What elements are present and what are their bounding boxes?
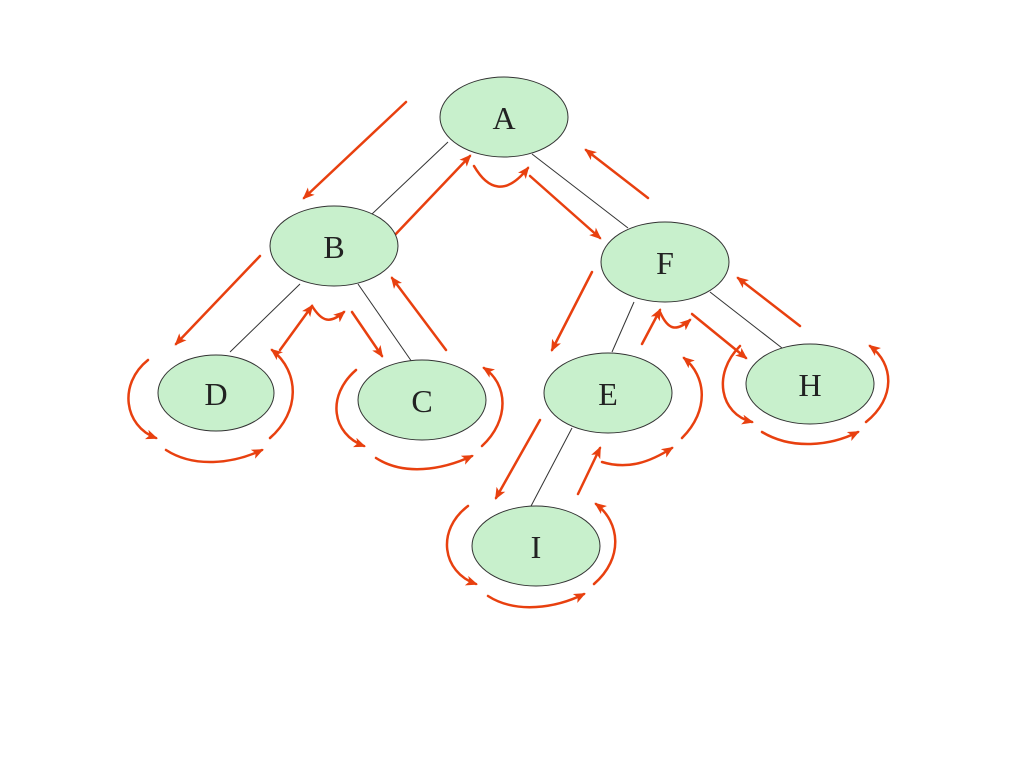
edge-b-c: [357, 283, 413, 363]
arrow-enter-a-to-b: [302, 100, 408, 200]
arrow-f-to-h: [690, 312, 748, 360]
arrow-h-to-f: [736, 276, 802, 328]
arrow-e-right: [680, 356, 703, 440]
arrow-e-to-i: [494, 418, 542, 500]
node-d-label: D: [204, 376, 227, 412]
arrow-c-to-b: [390, 276, 448, 352]
node-f-shape: [600, 221, 730, 303]
node-b: B: [269, 205, 399, 287]
arrow-b-to-d: [174, 254, 262, 346]
arrow-i-bottom: [486, 592, 586, 609]
arrow-c-bottom: [374, 454, 474, 471]
node-a-shape: [439, 76, 569, 158]
node-c-label: C: [411, 383, 432, 419]
arrow-d-bottom: [164, 448, 264, 464]
node-h: H: [745, 343, 875, 425]
arrow-i-left: [445, 504, 478, 586]
arrow-d-to-b: [278, 304, 314, 352]
node-i-label: I: [531, 529, 542, 565]
node-i-shape: [471, 505, 601, 587]
node-h-shape: [745, 343, 875, 425]
tree-edges: [229, 141, 783, 509]
node-a-label: A: [492, 100, 515, 136]
edge-b-d: [229, 283, 301, 353]
arrow-h-right: [864, 344, 890, 424]
node-f: F: [600, 221, 730, 303]
node-h-label: H: [798, 367, 821, 403]
arrow-e-bottom-right: [600, 446, 674, 467]
node-b-shape: [269, 205, 399, 287]
node-e-shape: [543, 352, 673, 434]
arrow-c-right: [480, 366, 504, 448]
arrow-f-to-a-exit: [584, 148, 650, 200]
node-e: E: [543, 352, 673, 434]
node-b-label: B: [323, 229, 344, 265]
edge-f-e: [611, 301, 635, 353]
traversal-arrows: [127, 100, 890, 609]
arrow-f-to-e: [550, 270, 594, 352]
arrow-h-left: [721, 344, 754, 425]
node-a: A: [439, 76, 569, 158]
node-f-label: F: [656, 245, 674, 281]
node-i: I: [471, 505, 601, 587]
edge-f-h: [709, 291, 783, 349]
arrow-a-to-f: [528, 174, 602, 240]
node-e-label: E: [598, 376, 618, 412]
arrow-d-left: [127, 358, 158, 440]
node-d: D: [157, 354, 275, 432]
edge-e-i: [529, 427, 573, 509]
node-d-shape: [157, 354, 275, 432]
arrow-a-bottom: [472, 164, 530, 188]
node-c: C: [357, 359, 487, 441]
arrow-d-right: [268, 348, 294, 440]
node-c-shape: [357, 359, 487, 441]
arrow-i-right: [592, 502, 617, 586]
tree-nodes: A B F D C E H I: [157, 76, 875, 587]
arrow-f-bottom: [658, 310, 692, 331]
edge-a-b: [371, 141, 449, 215]
arrow-b-bottom: [310, 304, 346, 323]
arrow-h-bottom: [760, 430, 860, 446]
arrow-i-to-e: [576, 446, 602, 496]
arrow-b-to-a: [390, 154, 472, 240]
edge-a-f: [531, 153, 629, 229]
arrow-c-left: [335, 368, 366, 448]
arrow-b-to-c: [350, 310, 384, 358]
arrow-e-to-f: [640, 308, 662, 346]
